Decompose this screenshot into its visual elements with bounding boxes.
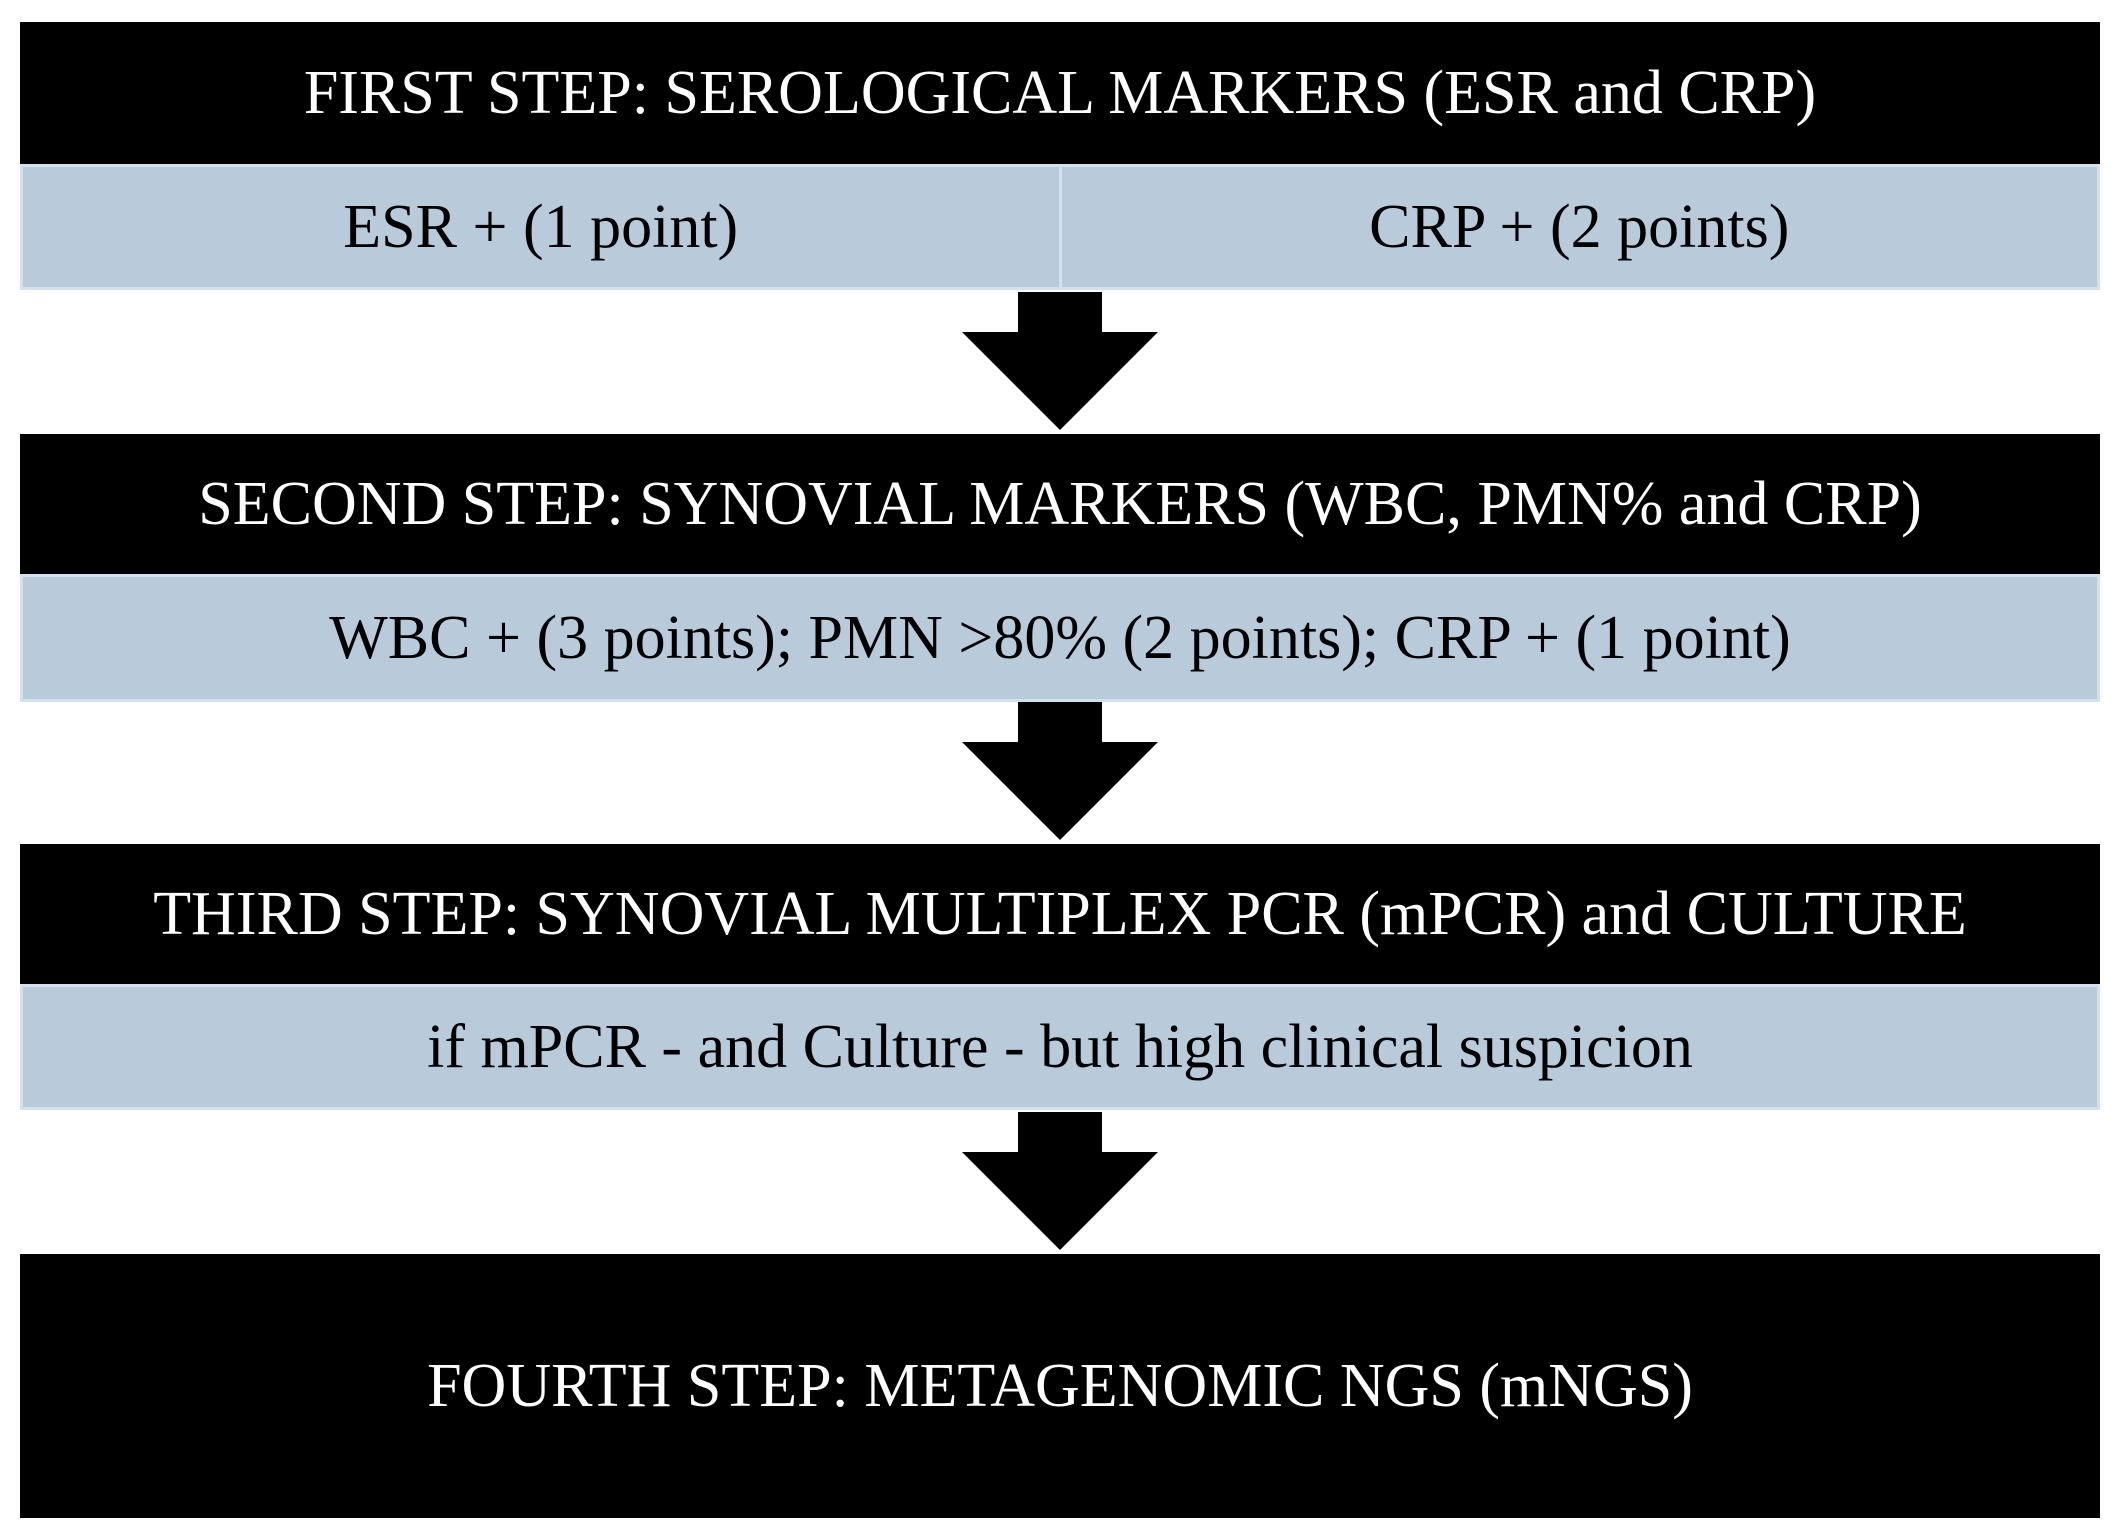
step-1-details: ESR + (1 point) CRP + (2 points): [20, 164, 2100, 290]
down-arrow-icon: [962, 1112, 1158, 1252]
step-2-details: WBC + (3 points); PMN >80% (2 points); C…: [20, 574, 2100, 702]
step-3-details: if mPCR - and Culture - but high clinica…: [20, 984, 2100, 1110]
step-1-esr-cell: ESR + (1 point): [343, 192, 739, 261]
down-arrow-icon: [962, 292, 1158, 432]
step-1-crp-cell: CRP + (2 points): [1058, 167, 2098, 287]
step-2-header: SECOND STEP: SYNOVIAL MARKERS (WBC, PMN%…: [20, 434, 2100, 574]
step-1-header: FIRST STEP: SEROLOGICAL MARKERS (ESR and…: [20, 22, 2100, 164]
down-arrow-icon: [962, 702, 1158, 842]
step-3-header: THIRD STEP: SYNOVIAL MULTIPLEX PCR (mPCR…: [20, 844, 2100, 984]
step-4-header: FOURTH STEP: METAGENOMIC NGS (mNGS): [20, 1254, 2100, 1518]
